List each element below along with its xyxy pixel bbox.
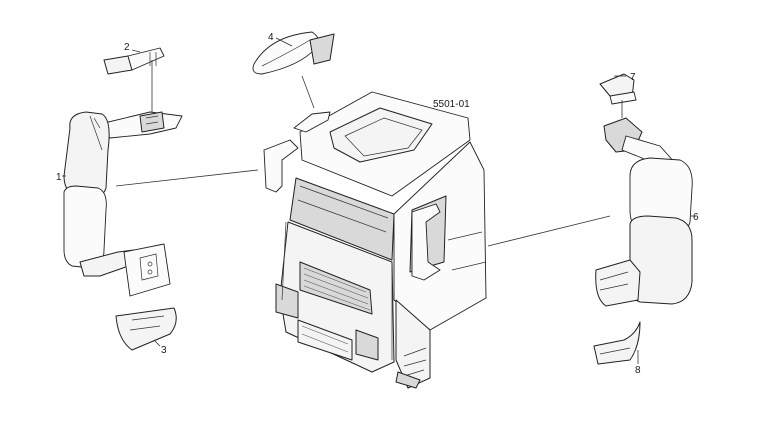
part-3-mirror-cover — [115, 307, 177, 351]
callout-2: 2 — [124, 42, 130, 53]
callout-4: 4 — [268, 32, 274, 43]
part-2-small-mirror — [103, 47, 165, 112]
cab-mirror-bracket-left — [263, 111, 331, 193]
callout-1: 1 — [56, 172, 62, 183]
callout-6: 6 — [693, 212, 699, 223]
part-1-main-mirror — [63, 111, 171, 297]
callout-8: 8 — [635, 365, 641, 376]
callout-7: 7 — [630, 72, 636, 83]
cab-mirror-bracket-right — [411, 203, 441, 281]
leader-lines — [62, 37, 696, 364]
part-4-mirror-glass — [252, 31, 335, 75]
truck-cab — [275, 91, 487, 389]
part-6-main-mirror — [595, 157, 693, 307]
callout-3: 3 — [161, 345, 167, 356]
part-1-mirror-bracket-top — [99, 111, 183, 139]
reference-code: 5501-01 — [433, 99, 470, 110]
part-8-mirror-cover — [593, 321, 641, 365]
